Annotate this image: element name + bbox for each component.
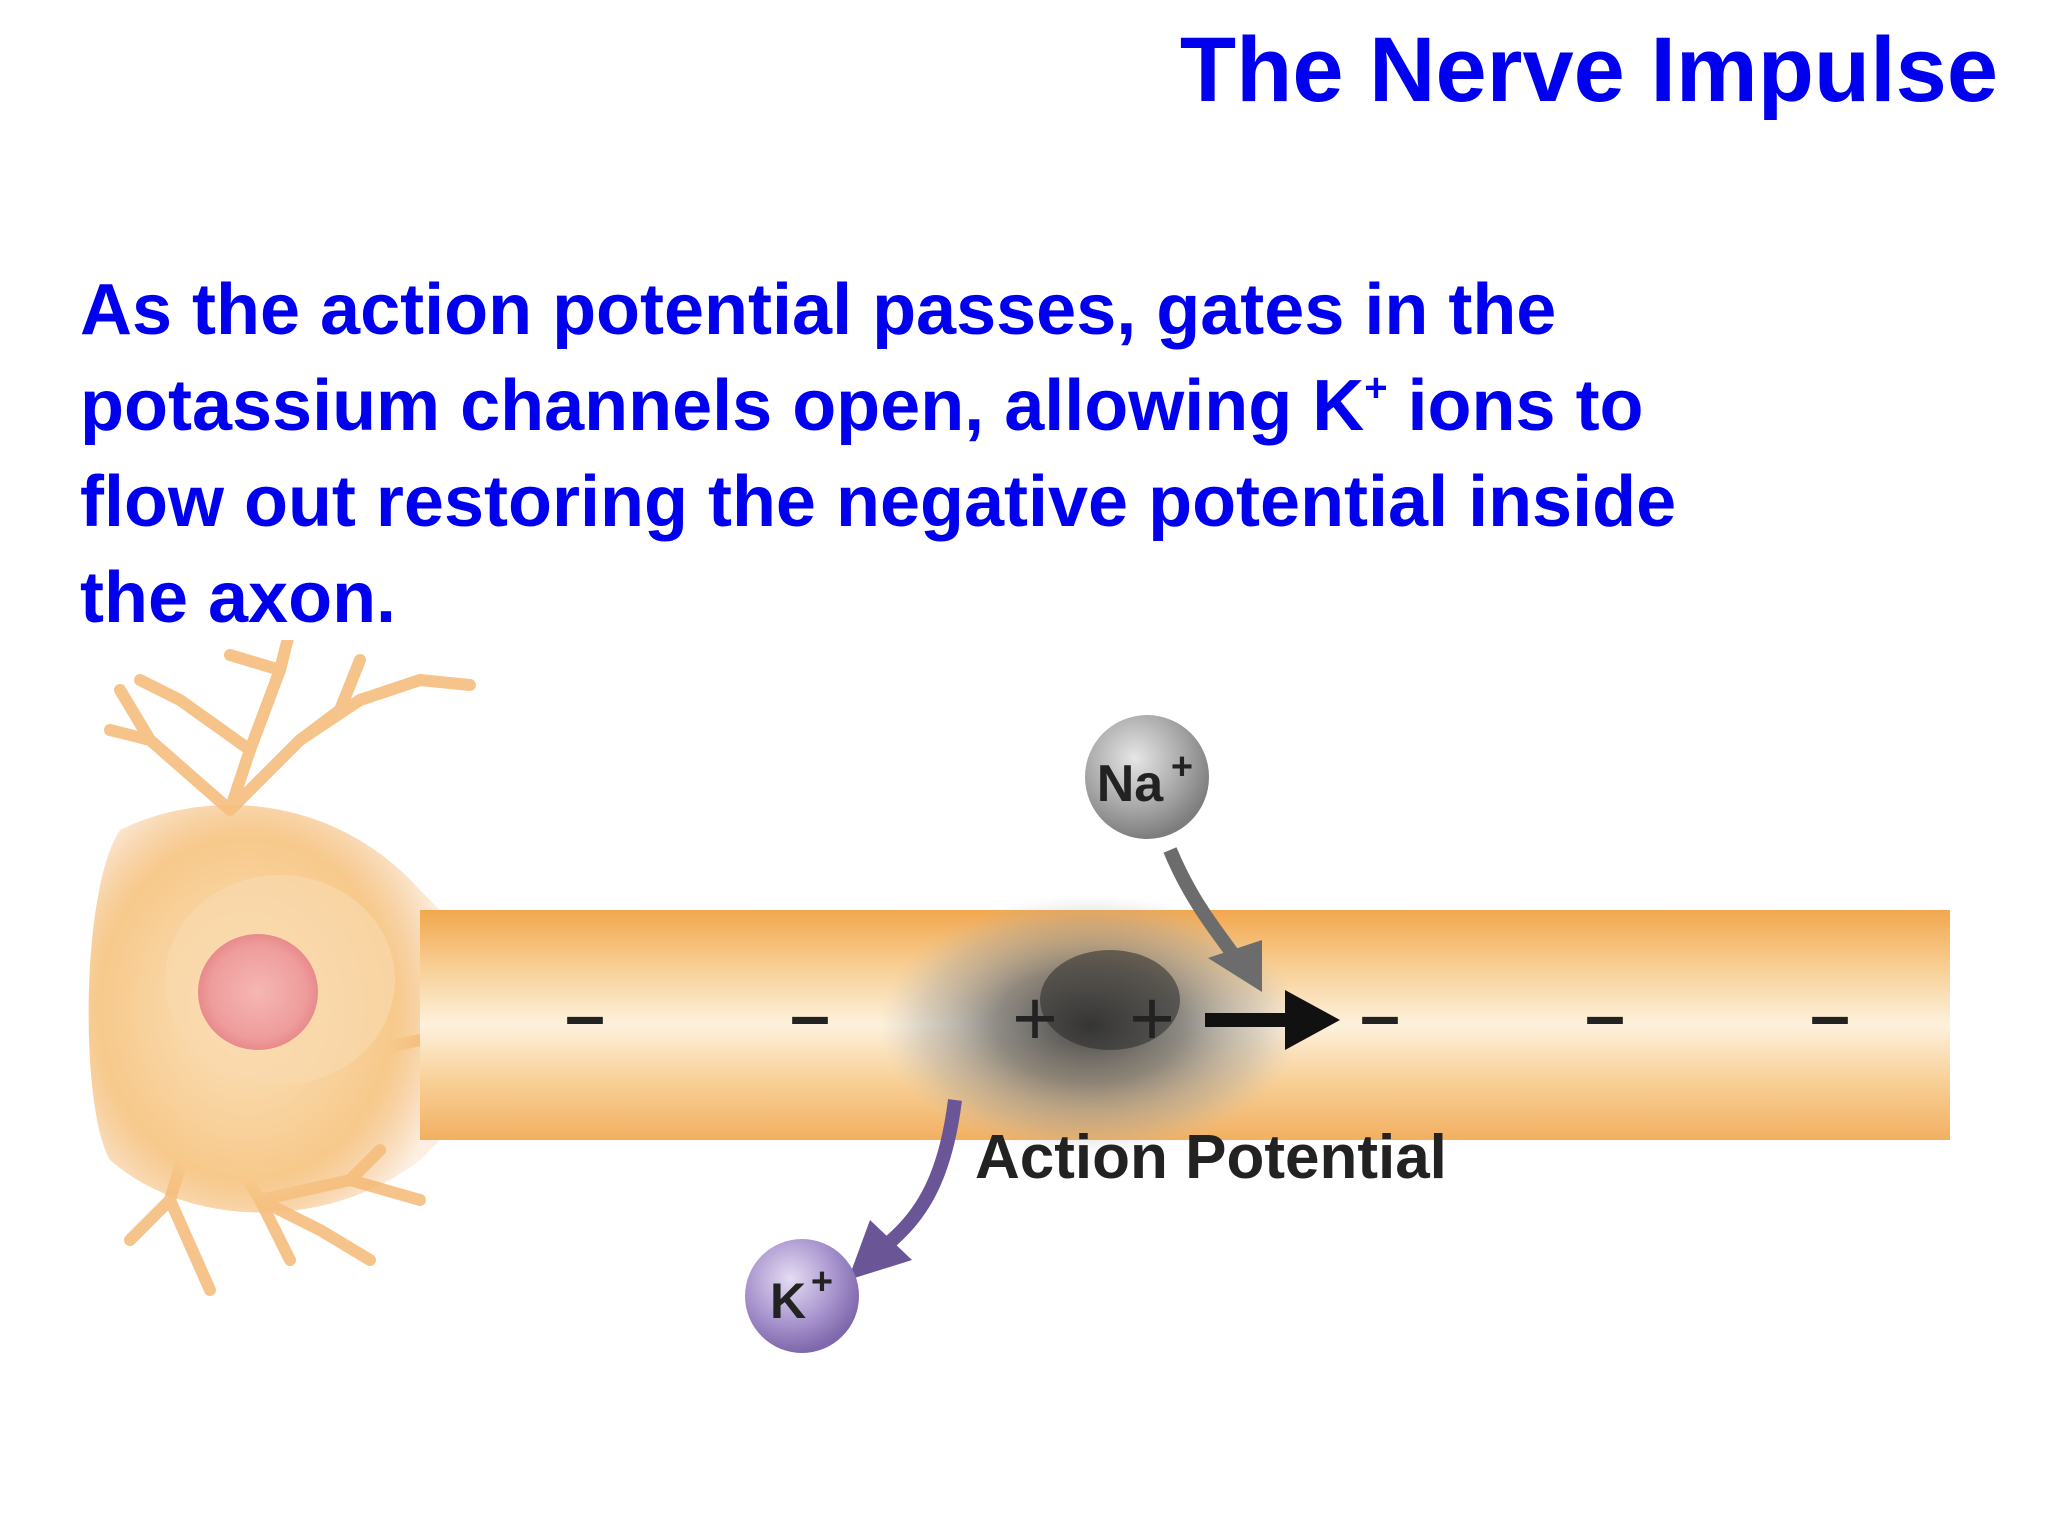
body-line-2: potassium channels open, allowing K+ ion… xyxy=(80,358,1980,454)
body-line-4: the axon. xyxy=(80,558,397,638)
propagation-arrow-shaft xyxy=(1205,1013,1290,1027)
potassium-ion-label: K xyxy=(770,1273,806,1329)
body-paragraph: As the action potential passes, gates in… xyxy=(80,262,1980,646)
potassium-ion xyxy=(745,1239,859,1353)
action-potential-label: Action Potential xyxy=(975,1123,1447,1192)
body-line-3: flow out restoring the negative potentia… xyxy=(80,462,1677,542)
charge-right-1: – xyxy=(1360,976,1400,1056)
nucleus xyxy=(198,934,318,1050)
potassium-ion-charge: + xyxy=(811,1261,833,1303)
sodium-ion-charge: + xyxy=(1171,746,1193,788)
sodium-ion-label: Na xyxy=(1097,755,1165,813)
page-title: The Nerve Impulse xyxy=(1179,19,1998,121)
nerve-impulse-diagram: – – + + – – – Na + K + Action Potential xyxy=(0,640,2048,1536)
potassium-efflux-arrow xyxy=(875,1099,962,1256)
potassium-charge-superscript: + xyxy=(1364,366,1388,410)
body-line-1: As the action potential passes, gates in… xyxy=(80,270,1557,350)
charge-right-2: – xyxy=(1585,976,1625,1056)
charge-middle-2: + xyxy=(1129,974,1175,1062)
body-line-2-start: potassium channels open, allowing K xyxy=(80,366,1365,446)
sodium-arrowhead-icon xyxy=(1208,940,1262,992)
charge-left-2: – xyxy=(790,976,830,1056)
charge-right-3: – xyxy=(1810,976,1850,1056)
sodium-ion xyxy=(1085,715,1209,839)
charge-left-1: – xyxy=(565,976,605,1056)
propagation-arrowhead-icon xyxy=(1285,990,1340,1050)
charge-middle-1: + xyxy=(1012,974,1058,1062)
action-potential-core xyxy=(1040,950,1180,1050)
neuron-illustration: – – + + – – – Na + K + Action Potential xyxy=(88,640,1950,1353)
potassium-arrowhead-icon xyxy=(848,1220,912,1280)
body-line-2-end: ions to xyxy=(1387,366,1644,446)
